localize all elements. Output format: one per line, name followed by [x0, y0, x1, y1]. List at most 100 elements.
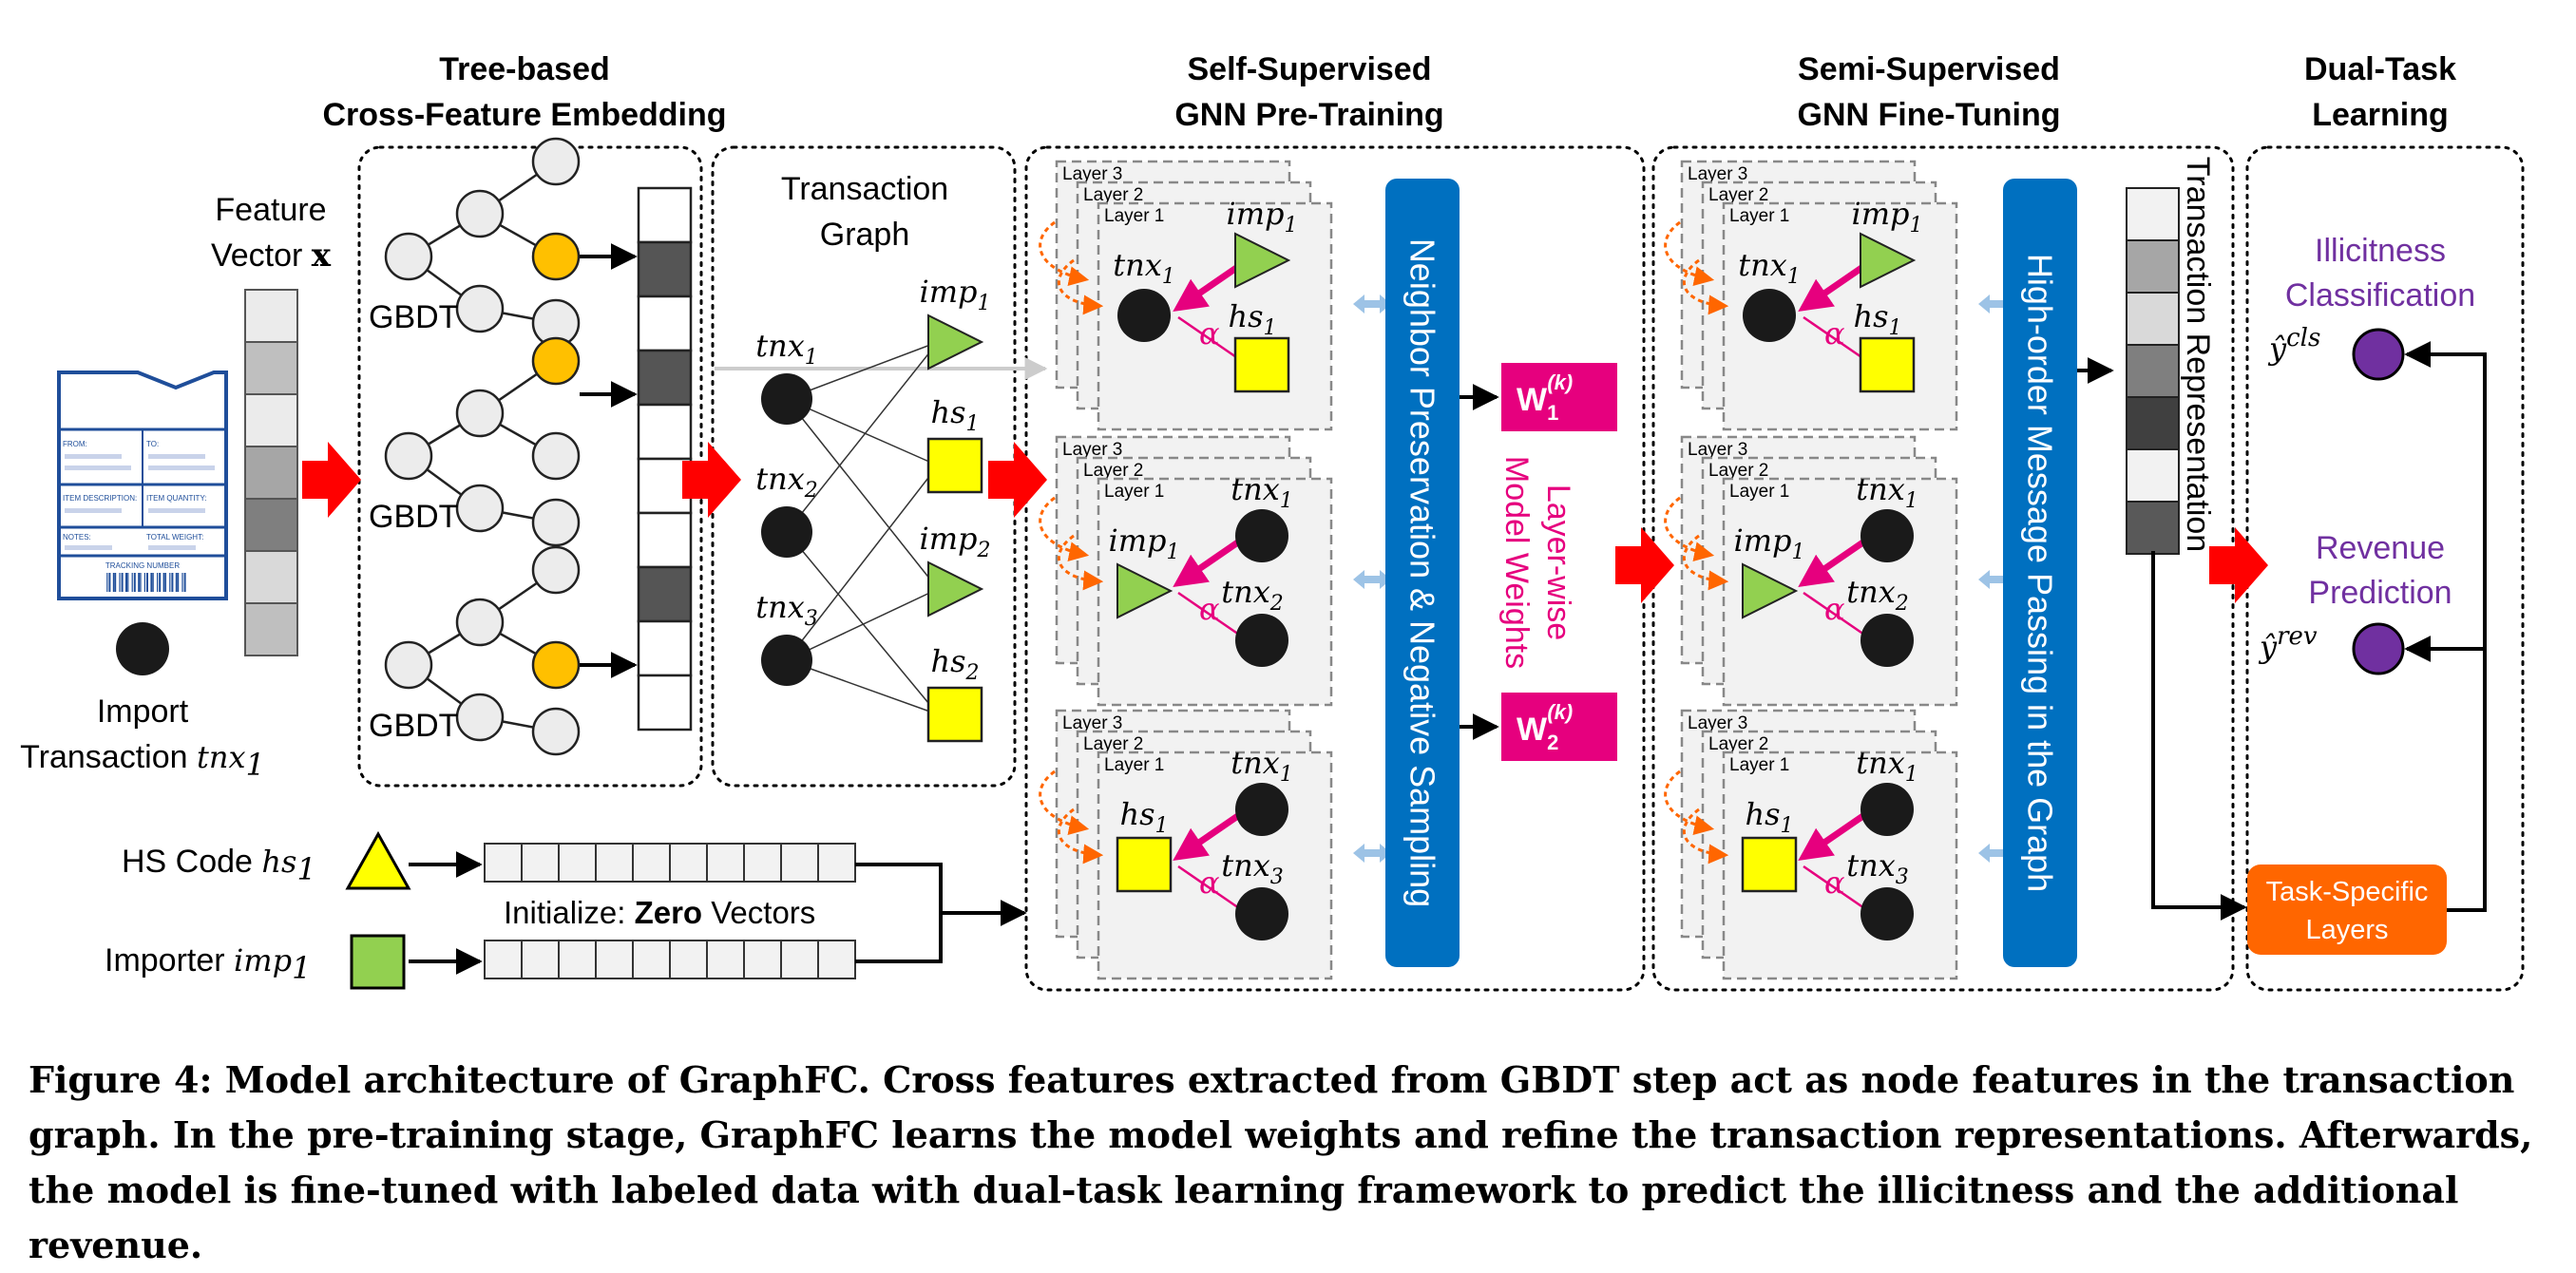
- attention-edge-weak: [1803, 864, 1865, 910]
- barcode-bar: [119, 573, 121, 592]
- zero-cell: [521, 843, 560, 883]
- title-tree-1: Tree-based: [439, 51, 610, 87]
- alpha-label: α: [1199, 864, 1220, 901]
- form-to: TO:: [146, 440, 159, 448]
- hs-code-label: HS Code hs1: [122, 844, 316, 887]
- orange-loop-arrow: [1057, 808, 1104, 864]
- barcode-bar: [125, 573, 127, 592]
- alpha-label: α: [1199, 591, 1220, 627]
- zero-cell: [632, 940, 671, 979]
- zero-cell: [780, 843, 819, 883]
- imp-node: [1742, 562, 1799, 619]
- task-layers-label-2: Layers: [2305, 915, 2388, 945]
- hs-code-icon: [345, 830, 411, 890]
- barcode-bar: [152, 573, 154, 592]
- imp-node: [1116, 562, 1174, 619]
- node-label: tnx1: [1738, 247, 1801, 289]
- cls-label-1: Illicitness: [2315, 233, 2446, 269]
- feature-cell: [244, 393, 298, 447]
- form-item-desc: ITEM DESCRIPTION:: [63, 494, 137, 503]
- imp-node: [927, 560, 984, 618]
- feature-cell: [244, 446, 298, 500]
- feature-cell: [244, 602, 298, 656]
- tnx-node: [761, 506, 812, 558]
- layer-label: Layer 3: [1688, 713, 1747, 733]
- node-label: tnx2: [1221, 574, 1284, 616]
- barcode-bar: [127, 573, 129, 592]
- form-from: FROM:: [63, 440, 87, 448]
- barcode-bar: [115, 573, 117, 592]
- zero-cell: [632, 843, 671, 883]
- node-label: tnx3: [1221, 847, 1284, 889]
- zero-cell: [595, 843, 634, 883]
- tree-node: [531, 707, 581, 756]
- imp-node: [927, 314, 984, 370]
- zero-cell: [484, 940, 523, 979]
- orange-loop-arrow: [1057, 534, 1104, 591]
- zero-cell: [595, 940, 634, 979]
- orange-loop-arrow: [1039, 220, 1090, 286]
- zero-cell: [780, 940, 819, 979]
- attention-edge-strong: [1173, 263, 1241, 312]
- hs-node: [926, 437, 983, 494]
- barcode-bar: [150, 573, 153, 592]
- node-label: tnx2: [755, 461, 818, 503]
- node-label: imp1: [1226, 196, 1297, 238]
- form-tracking: TRACKING NUMBER: [105, 561, 180, 570]
- tree-node: [531, 545, 581, 595]
- w1-label: W1(k): [1517, 370, 1573, 425]
- import-label-1: Import: [97, 694, 189, 730]
- feature-label-2: Vector x: [211, 237, 332, 275]
- tree-node: [384, 431, 433, 481]
- embedding-cell: [637, 511, 693, 569]
- attention-edge-strong: [1798, 812, 1866, 861]
- importer-icon: [350, 934, 406, 990]
- rev-label-1: Revenue: [2316, 530, 2445, 566]
- layer-label: Layer 1: [1104, 755, 1164, 775]
- layer-label: Layer 3: [1688, 440, 1747, 460]
- task-to-cls-arrow: [2404, 341, 2487, 912]
- barcode-bar: [121, 573, 124, 592]
- zero-cell: [743, 940, 782, 979]
- embedding-cell: [637, 565, 693, 623]
- repr-cell: [2126, 187, 2180, 241]
- form-notes: NOTES:: [63, 533, 91, 542]
- node-label: hs1: [1745, 796, 1793, 838]
- node-label: tnx3: [1846, 847, 1909, 889]
- imp-node: [1234, 232, 1291, 289]
- attention-edge-strong: [1798, 539, 1866, 587]
- cross-feature-embedding-vector: [637, 186, 693, 732]
- title-finetune-2: GNN Fine-Tuning: [1798, 97, 2061, 133]
- title-pretrain-2: GNN Pre-Training: [1174, 97, 1443, 133]
- red-arrow-4: [1615, 527, 1674, 603]
- repr-cell: [2126, 501, 2180, 555]
- node-label: tnx2: [1846, 574, 1909, 616]
- barcode-bar: [146, 573, 148, 592]
- layer-label: Layer 1: [1104, 206, 1164, 226]
- zero-cell: [484, 843, 523, 883]
- title-dual-1: Dual-Task: [2304, 51, 2456, 87]
- feature-cell: [244, 550, 298, 604]
- layer-label: Layer 3: [1062, 440, 1122, 460]
- attention-edge-strong: [1173, 812, 1241, 861]
- barcode-bar: [175, 573, 178, 592]
- zero-merge-line: [855, 863, 943, 963]
- repr-cell: [2126, 448, 2180, 503]
- imp-node: [1860, 232, 1917, 289]
- graph-edges: [786, 341, 939, 715]
- rev-output-node: [2352, 622, 2405, 675]
- figure-caption: Figure 4: Model architecture of GraphFC.…: [29, 1058, 2533, 1266]
- barcode-bar: [159, 573, 162, 592]
- barcode-bar: [157, 573, 159, 592]
- node-label: imp1: [1733, 522, 1804, 564]
- tree-node: [384, 232, 433, 281]
- tree-node: [455, 484, 505, 533]
- layer-label: Layer 3: [1062, 713, 1122, 733]
- attention-edge-weak: [1803, 315, 1865, 361]
- node-label: hs1: [1228, 298, 1276, 340]
- node-label: hs1: [930, 394, 979, 436]
- orange-loop-arrow: [1682, 808, 1729, 864]
- layer-label: Layer 2: [1708, 461, 1768, 481]
